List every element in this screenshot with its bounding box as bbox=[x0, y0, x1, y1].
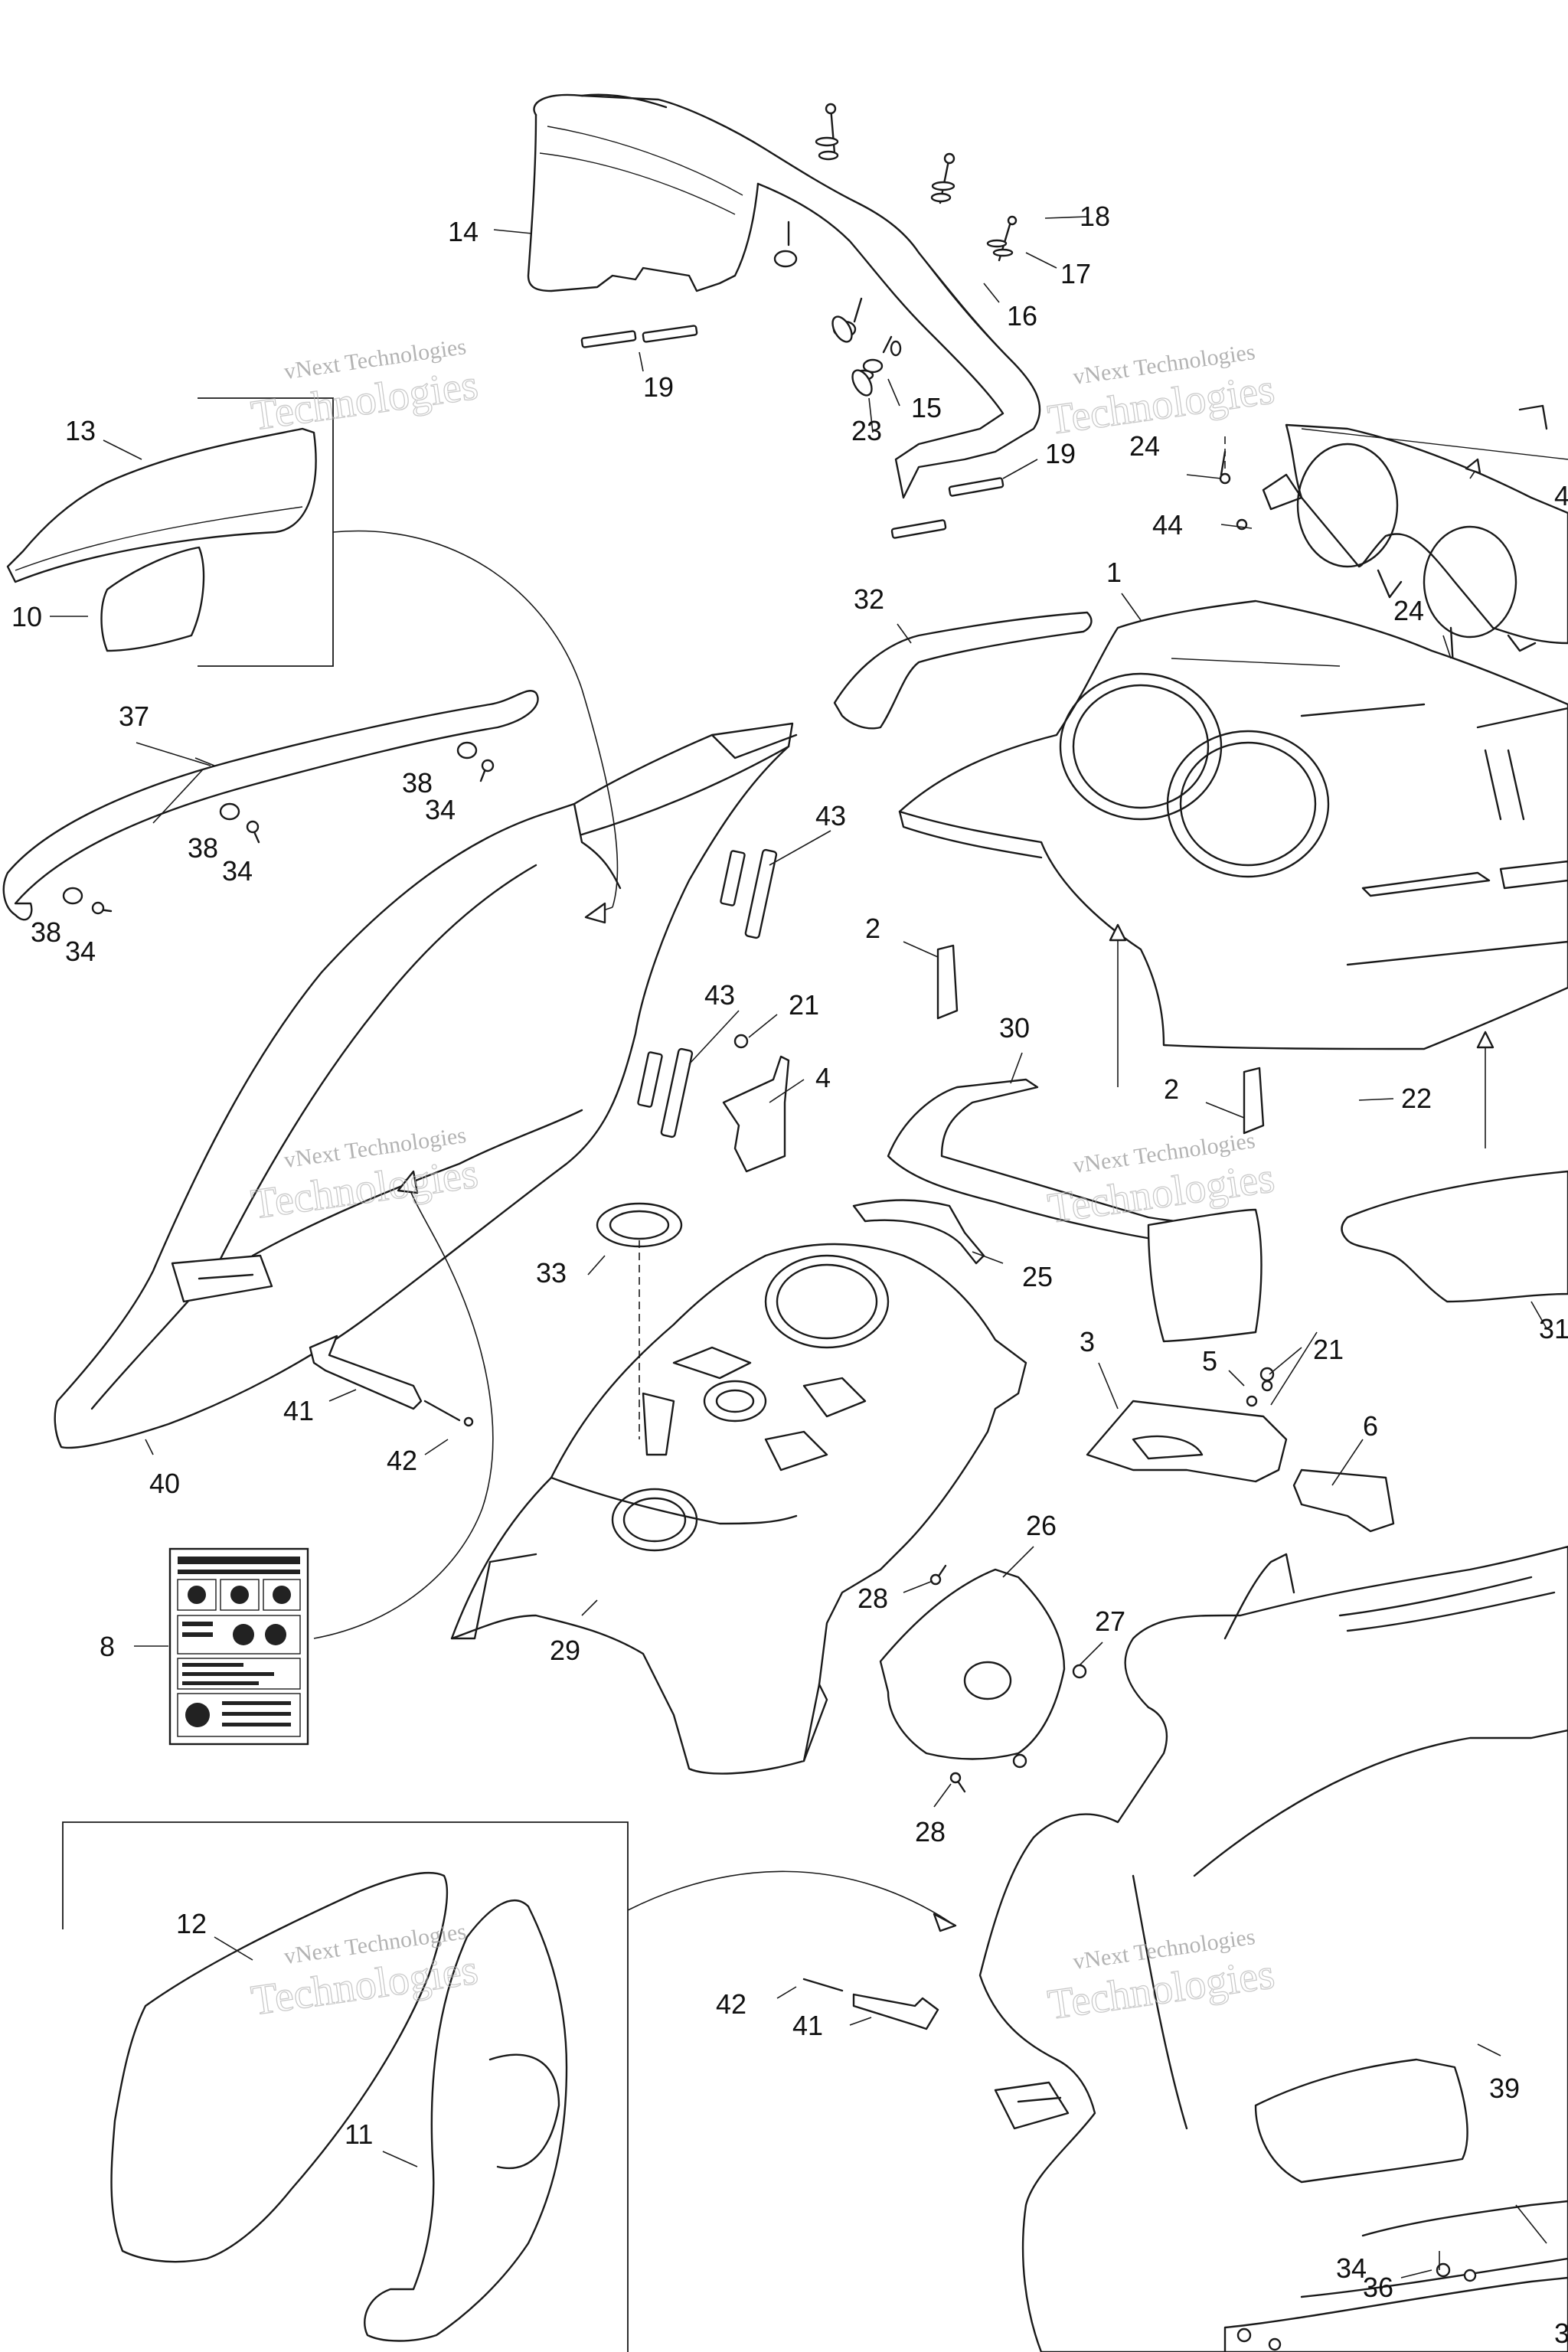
callout-3: 3 bbox=[1080, 1326, 1095, 1357]
callout-14: 14 bbox=[448, 216, 479, 247]
watermarks: vNext Technologies Technologies vNext Te… bbox=[248, 334, 1278, 2030]
callout-16: 16 bbox=[1007, 300, 1037, 332]
callout-2-left: 2 bbox=[865, 913, 880, 944]
callout-3-edge: 3 bbox=[1554, 2318, 1568, 2349]
callout-38-a: 38 bbox=[402, 767, 433, 799]
callout-41-lower: 41 bbox=[792, 2010, 823, 2041]
part-29-storage-tub bbox=[450, 1243, 1027, 1775]
part-32-trim bbox=[833, 611, 1093, 730]
fasteners-rail bbox=[62, 741, 495, 915]
part-39-side-panel bbox=[978, 1545, 1568, 2352]
callout-34-d: 34 bbox=[1336, 2252, 1367, 2284]
part-30-pad bbox=[1147, 1208, 1263, 1343]
callout-4: 4 bbox=[815, 1062, 831, 1093]
part-4-bracket bbox=[722, 1055, 790, 1173]
callout-43-upper: 43 bbox=[815, 800, 846, 831]
assembly-guides bbox=[313, 436, 1494, 1932]
callout-39: 39 bbox=[1489, 2073, 1520, 2104]
leader-lines bbox=[50, 216, 1547, 2278]
callout-labels: 1 2 2 3 4 5 6 8 10 11 12 13 14 15 16 17 … bbox=[11, 201, 1568, 2349]
callout-17: 17 bbox=[1060, 258, 1091, 289]
callout-24-right: 24 bbox=[1393, 595, 1424, 626]
callout-36: 36 bbox=[1363, 2272, 1393, 2303]
inset-box-top-left bbox=[6, 397, 334, 667]
inset-box-bottom-left bbox=[62, 1821, 629, 2352]
callout-37: 37 bbox=[119, 701, 149, 732]
callout-34-b: 34 bbox=[222, 855, 253, 887]
part-33-ring bbox=[596, 1202, 683, 1248]
part-41-latch-upper bbox=[309, 1334, 423, 1410]
callout-2-right: 2 bbox=[1164, 1073, 1179, 1105]
callout-38-c: 38 bbox=[31, 916, 61, 948]
callout-4-edge: 4 bbox=[1554, 480, 1568, 511]
part-2-strip-right bbox=[1243, 1067, 1265, 1135]
callout-19-left: 19 bbox=[643, 371, 674, 403]
callout-22: 22 bbox=[1401, 1083, 1432, 1114]
part-14-windshield bbox=[527, 93, 1041, 499]
fasteners-top bbox=[580, 103, 1018, 539]
callout-5: 5 bbox=[1202, 1345, 1217, 1377]
callout-8: 8 bbox=[100, 1631, 115, 1662]
callout-26: 26 bbox=[1026, 1510, 1057, 1541]
callout-25: 25 bbox=[1022, 1261, 1053, 1292]
callout-10: 10 bbox=[11, 601, 42, 632]
callout-40: 40 bbox=[149, 1468, 180, 1499]
part-41-latch-lower bbox=[852, 1993, 939, 2030]
callout-38-b: 38 bbox=[188, 832, 218, 864]
part-1-console bbox=[898, 599, 1568, 1050]
part-12-pad bbox=[110, 1871, 449, 2263]
callout-43-lower: 43 bbox=[704, 979, 735, 1011]
callout-28-bottom: 28 bbox=[915, 1816, 946, 1847]
callout-33: 33 bbox=[536, 1257, 567, 1289]
callout-6: 6 bbox=[1363, 1410, 1378, 1442]
callout-34-a: 34 bbox=[425, 794, 456, 825]
callout-31: 31 bbox=[1539, 1313, 1568, 1344]
callout-15: 15 bbox=[911, 392, 942, 423]
callout-27: 27 bbox=[1095, 1606, 1125, 1637]
part-13-trim bbox=[6, 427, 317, 583]
callout-19-right: 19 bbox=[1045, 438, 1076, 469]
callout-18: 18 bbox=[1080, 201, 1110, 232]
part-43-strips bbox=[637, 848, 778, 1138]
callout-30: 30 bbox=[999, 1012, 1030, 1044]
callout-44: 44 bbox=[1152, 509, 1183, 541]
part-8-decal bbox=[168, 1547, 309, 1746]
part-21-clip-left bbox=[733, 1034, 749, 1049]
callout-42-lower: 42 bbox=[716, 1988, 746, 2020]
callout-24-left: 24 bbox=[1129, 430, 1160, 462]
callout-41-upper: 41 bbox=[283, 1395, 314, 1426]
callout-34-c: 34 bbox=[65, 936, 96, 967]
part-10-pad bbox=[100, 546, 205, 652]
part-31-seat-pad bbox=[1341, 1170, 1568, 1303]
part-2-strip-left bbox=[936, 944, 959, 1020]
callout-28-top: 28 bbox=[858, 1583, 888, 1614]
part-6-bracket bbox=[1292, 1468, 1395, 1533]
callout-21-right: 21 bbox=[1313, 1334, 1344, 1365]
part-37-rail bbox=[2, 690, 539, 921]
callout-13: 13 bbox=[65, 415, 96, 446]
callout-1: 1 bbox=[1106, 557, 1122, 588]
callout-29: 29 bbox=[550, 1635, 580, 1666]
part-26-bracket bbox=[879, 1564, 1087, 1793]
part-25-trim bbox=[852, 1199, 985, 1265]
part-11-pad bbox=[364, 1899, 568, 2342]
callout-11: 11 bbox=[345, 2118, 373, 2150]
callout-23: 23 bbox=[851, 415, 882, 446]
callout-12: 12 bbox=[176, 1908, 207, 1939]
callout-42-upper: 42 bbox=[387, 1445, 417, 1476]
callout-21-left: 21 bbox=[789, 989, 819, 1021]
part-40-side-panel bbox=[54, 722, 798, 1449]
callout-32: 32 bbox=[854, 583, 884, 615]
